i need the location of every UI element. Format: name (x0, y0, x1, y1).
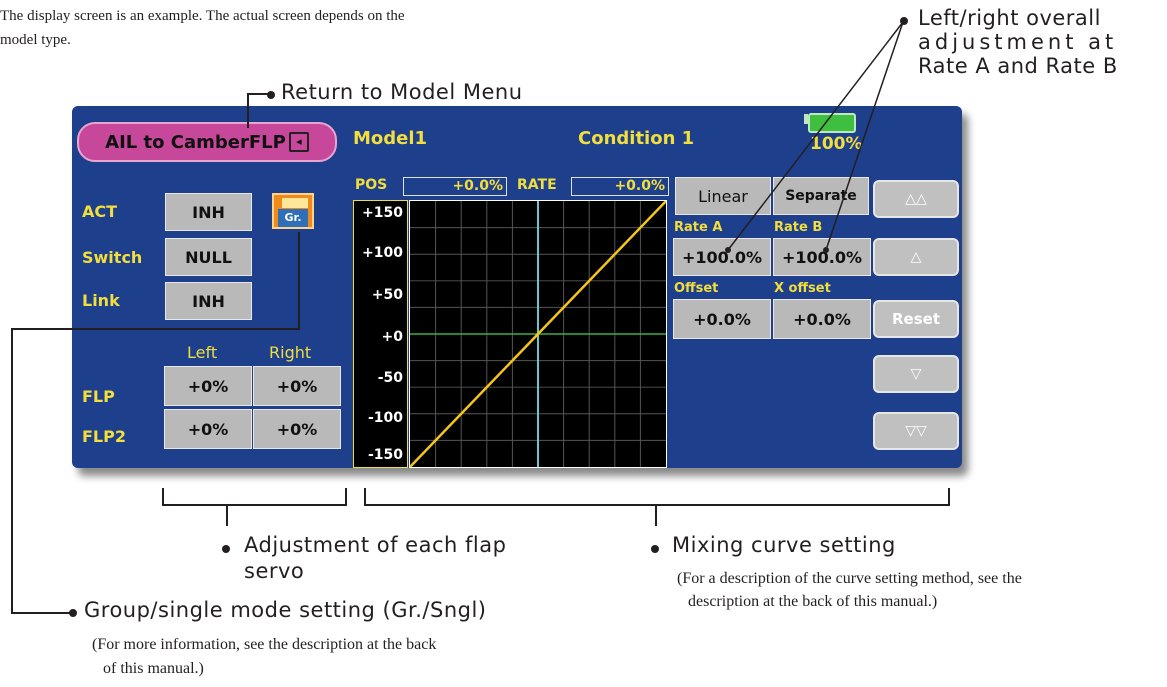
y-tick: +100 (362, 245, 403, 261)
y-tick: +0 (381, 329, 403, 345)
flp2-label: FLP2 (82, 427, 126, 446)
model-name: Model1 (353, 128, 428, 149)
left-header: Left (187, 343, 218, 362)
act-label: ACT (82, 202, 118, 221)
up-button[interactable]: △ (873, 238, 959, 276)
leader-lines-rates (725, 21, 904, 253)
rate-a-button[interactable]: +100.0% (673, 238, 771, 276)
return-icon: ◂ (288, 132, 309, 152)
bracket (948, 488, 950, 506)
y-tick: +150 (362, 205, 403, 221)
switch-label: Switch (82, 248, 143, 267)
bracket (364, 488, 366, 506)
down-fast-button[interactable]: ▽▽ (873, 412, 959, 450)
leader-line (247, 93, 269, 95)
x-offset-label: X offset (774, 281, 831, 296)
up-fast-button[interactable]: △△ (873, 180, 959, 218)
flp-right-button[interactable]: +0% (253, 366, 341, 406)
callout-curve-note-2: description at the back of this manual.) (688, 593, 938, 610)
leader-line (11, 328, 13, 614)
callout-overall-line3: Rate A and Rate B (918, 54, 1118, 78)
curve-type-button[interactable]: Linear (675, 177, 771, 215)
callout-curve-note-1: (For a description of the curve setting … (677, 570, 1022, 587)
bracket (364, 504, 950, 506)
group-mode-button[interactable]: Gr. (272, 193, 314, 229)
leader-line (298, 232, 300, 330)
y-tick: -100 (367, 410, 403, 426)
bracket (345, 488, 347, 506)
title-label: AIL to CamberFLP (105, 131, 286, 153)
rate-b-label: Rate B (774, 220, 823, 235)
y-axis-scale: +150 +100 +50 +0 -50 -100 -150 (353, 200, 408, 468)
bracket (655, 504, 657, 526)
leader-line (11, 612, 71, 614)
return-menu-button[interactable]: AIL to CamberFLP ◂ (77, 122, 337, 162)
right-header: Right (269, 343, 312, 362)
callout-dot (900, 17, 908, 25)
callout-dot (267, 91, 275, 99)
reset-button[interactable]: Reset (873, 300, 959, 338)
x-offset-button[interactable]: +0.0% (773, 299, 871, 339)
callout-flap-line2: servo (244, 559, 305, 583)
battery-level: 100% (810, 134, 863, 154)
mixing-curve-line (410, 201, 666, 467)
rate-b-button[interactable]: +100.0% (773, 238, 871, 276)
callout-return-menu: Return to Model Menu (281, 80, 523, 104)
y-tick: -150 (367, 447, 403, 463)
act-button[interactable]: INH (165, 193, 252, 231)
note-line-2: model type. (0, 32, 71, 48)
leader-line (247, 93, 249, 128)
link-label: Link (82, 291, 120, 310)
flp-label: FLP (82, 387, 115, 406)
folder-icon (282, 198, 308, 208)
switch-button[interactable]: NULL (165, 238, 252, 276)
offset-label: Offset (674, 281, 719, 296)
battery-tip (804, 114, 808, 124)
separate-button[interactable]: Separate (773, 177, 869, 215)
group-mode-label: Gr. (278, 209, 308, 227)
rate-a-label: Rate A (674, 220, 723, 235)
pos-value: +0.0% (403, 177, 507, 196)
bracket (162, 488, 164, 506)
rate-value: +0.0% (571, 177, 669, 196)
bracket (162, 504, 347, 506)
flp2-left-button[interactable]: +0% (164, 409, 252, 449)
flp2-right-button[interactable]: +0% (253, 409, 341, 449)
y-tick: +50 (371, 287, 403, 303)
callout-flap-line1: Adjustment of each flap (244, 533, 507, 557)
condition-name: Condition 1 (578, 128, 695, 149)
rate-label: RATE (517, 177, 557, 193)
flp-left-button[interactable]: +0% (164, 366, 252, 406)
callout-overall-line1: Left/right overall (918, 6, 1101, 30)
callout-group-note-1: (For more information, see the descripti… (92, 636, 437, 653)
callout-group: Group/single mode setting (Gr./Sngl) (84, 598, 487, 622)
down-button[interactable]: ▽ (873, 355, 959, 393)
callout-dot (651, 545, 659, 553)
note-line-1: The display screen is an example. The ac… (0, 8, 405, 24)
leader-line (11, 328, 300, 330)
mixing-curve-graph[interactable] (409, 200, 667, 468)
callout-dot (69, 609, 77, 617)
callout-group-note-2: of this manual.) (103, 660, 204, 677)
pos-label: POS (355, 177, 388, 193)
offset-button[interactable]: +0.0% (673, 299, 771, 339)
callout-curve: Mixing curve setting (672, 533, 896, 557)
bracket (226, 504, 228, 526)
callout-overall-line2: adjustment at (918, 30, 1118, 54)
y-tick: -50 (377, 370, 403, 386)
callout-dot (222, 545, 230, 553)
link-button[interactable]: INH (165, 282, 252, 320)
